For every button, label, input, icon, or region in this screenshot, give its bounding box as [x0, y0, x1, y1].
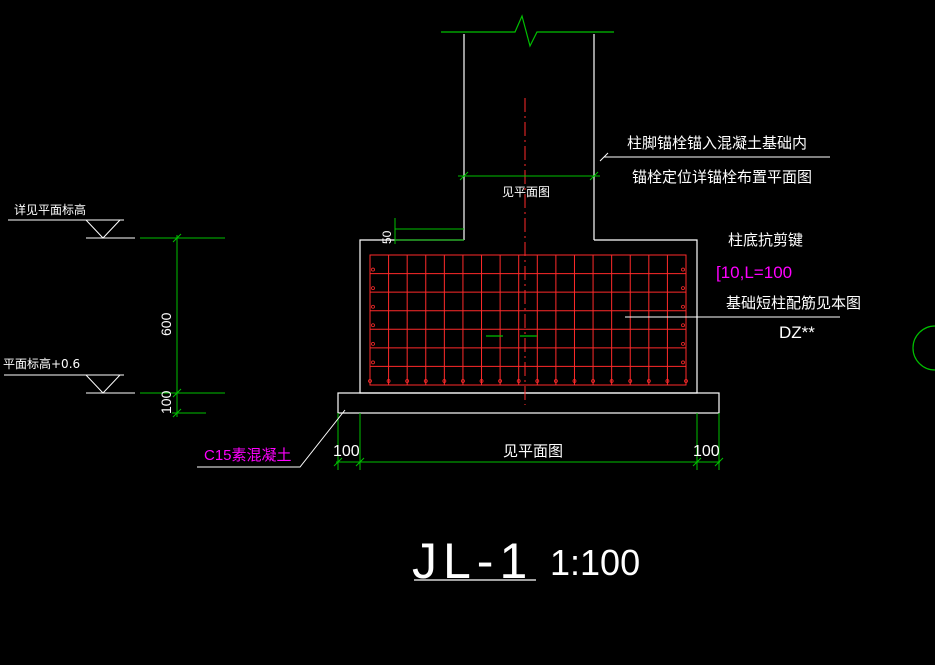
leader-lines — [197, 152, 840, 468]
rebar-end-dot — [371, 267, 375, 272]
rebar-end-dot — [681, 304, 685, 309]
rebar-cage-outline — [369, 254, 687, 386]
rebar-bar-ends — [368, 267, 688, 383]
rebar-end-dot — [368, 379, 372, 383]
dim-100-right-label: 100 — [693, 443, 720, 460]
see-plan-label-bottom: 见平面图 — [503, 442, 563, 460]
rebar-end-dot — [609, 379, 614, 383]
dim-100-vertical-label: 100 — [158, 390, 174, 414]
see-plan-label-top: 见平面图 — [502, 185, 550, 199]
concrete-outline — [337, 34, 720, 414]
rebar-end-dot — [371, 304, 375, 309]
rebar-end-dot — [681, 323, 685, 328]
shear-key-spec: [10,L=100 — [716, 263, 792, 282]
rebar-end-dot — [479, 379, 484, 383]
c15-label: C15素混凝土 — [204, 447, 292, 464]
dimension-lines — [140, 171, 724, 470]
drawing-title: JL-1 1:100 — [412, 533, 640, 589]
elevation-marker-top — [8, 219, 135, 239]
dim-50-label: 50 — [380, 230, 394, 244]
rebar-end-dot — [628, 379, 633, 383]
rebar-end-dot — [371, 323, 375, 328]
rebar-end-dot — [516, 379, 521, 383]
dim-100-left-label: 100 — [333, 443, 360, 460]
rebar-end-dot — [461, 379, 465, 383]
rebar-end-dot — [498, 379, 503, 383]
rebar-end-dot — [371, 341, 375, 346]
elevation-top-label: 详见平面标高 — [14, 202, 86, 217]
rebar-end-dot — [646, 379, 651, 383]
rebar-end-dot — [681, 360, 685, 365]
rebar-end-dot — [371, 286, 375, 291]
column-break-line — [441, 14, 614, 48]
rebar-end-dot — [535, 379, 540, 383]
rebar-end-dot — [442, 379, 447, 383]
anchor-note-line2: 锚栓定位详锚栓布置平面图 — [632, 168, 812, 186]
rebar-end-dot — [386, 379, 391, 383]
rebar-end-dot — [684, 379, 688, 383]
annotations: 柱脚锚栓锚入混凝土基础内 锚栓定位详锚栓布置平面图 见平面图 柱底抗剪键 [10… — [3, 134, 861, 464]
rebar-end-dot — [553, 379, 558, 383]
rebar-end-dot — [665, 379, 670, 383]
anchor-note-line1: 柱脚锚栓锚入混凝土基础内 — [627, 134, 807, 152]
short-column-note: 基础短柱配筋见本图 — [726, 294, 861, 312]
elevation-bottom-label: 平面标高+0.6 — [3, 356, 80, 371]
rebar-end-dot — [572, 379, 577, 383]
rebar-end-dot — [681, 341, 685, 346]
rebar-end-dot — [371, 360, 375, 365]
rebar-grid — [369, 254, 687, 386]
shear-key-label: 柱底抗剪键 — [728, 231, 803, 249]
rebar-end-dot — [591, 379, 595, 383]
elevation-marker-bottom — [4, 374, 135, 394]
dim-600-label: 600 — [158, 312, 174, 336]
axis-bubble-partial — [912, 325, 935, 371]
rebar-end-dot — [681, 286, 685, 291]
title-scale: 1:100 — [550, 542, 640, 583]
rebar-end-dot — [423, 379, 428, 383]
rebar-end-dot — [681, 267, 685, 272]
rebar-end-dot — [405, 379, 410, 383]
column-code: DZ** — [779, 323, 815, 342]
